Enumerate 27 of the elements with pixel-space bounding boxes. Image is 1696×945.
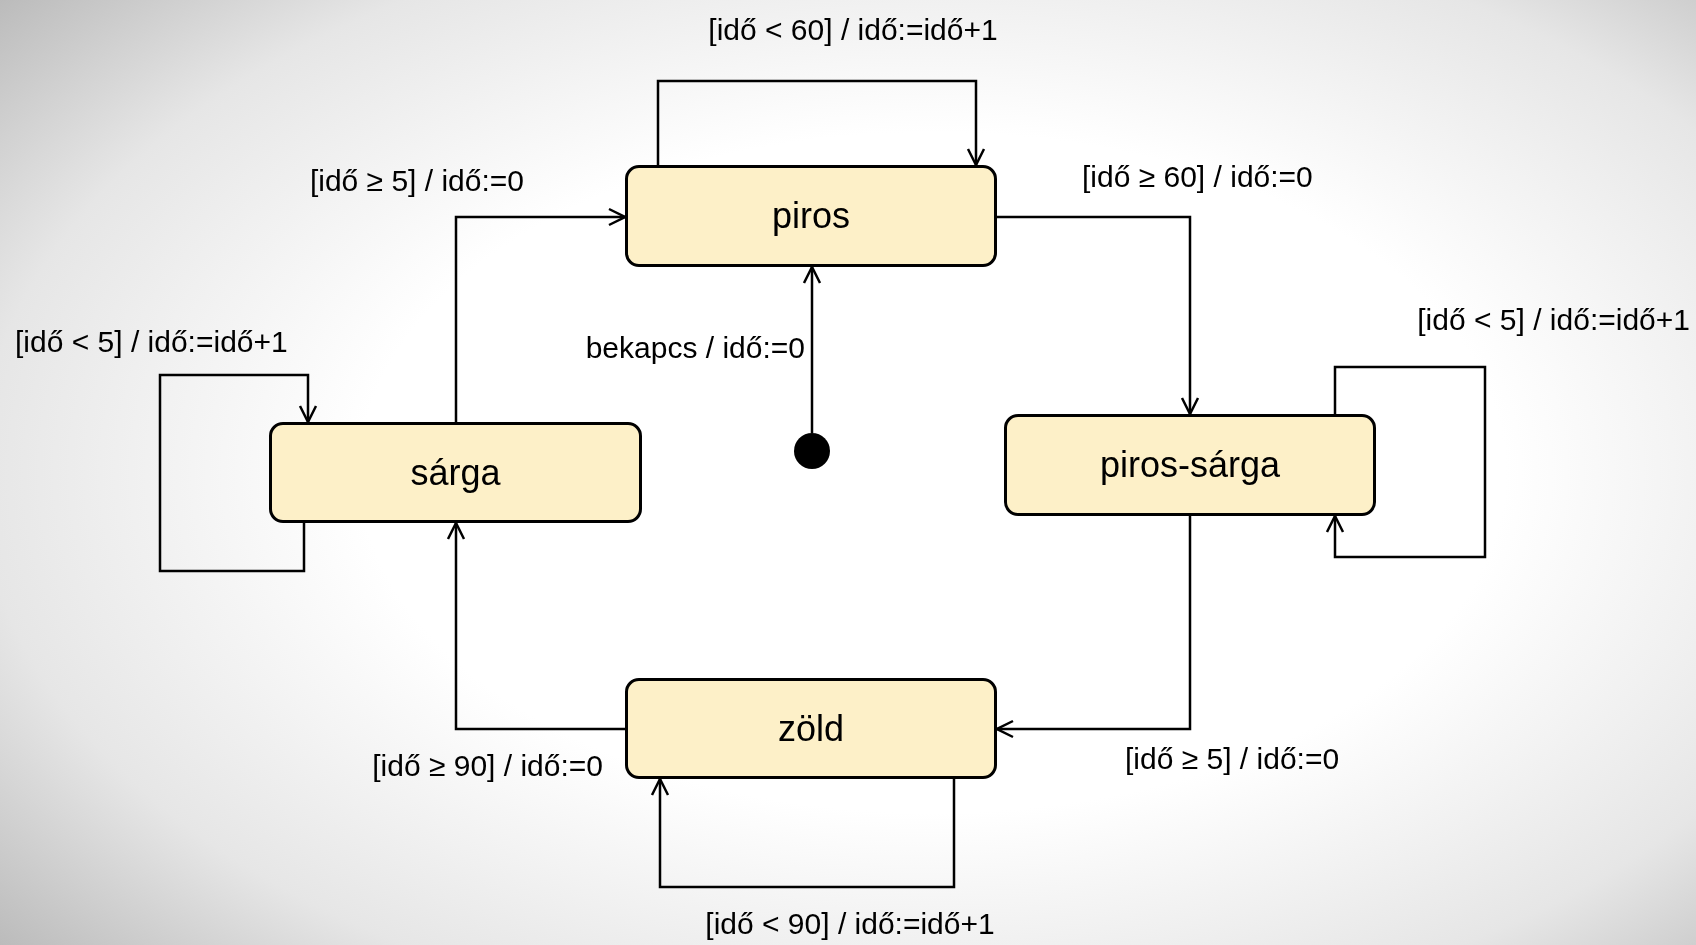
state-box bbox=[269, 422, 642, 523]
state-box bbox=[625, 678, 997, 779]
edge-label: [idő ≥ 5] / idő:=0 bbox=[309, 163, 524, 199]
arrow bbox=[656, 79, 986, 167]
edge-label: [idő < 90] / idő:=idő+1 bbox=[705, 906, 995, 942]
edge-label: [idő ≥ 60] / idő:=0 bbox=[1082, 159, 1313, 195]
arrow bbox=[650, 777, 956, 889]
arrow bbox=[454, 207, 627, 422]
arrow bbox=[158, 373, 318, 573]
state-name: sárga bbox=[410, 451, 501, 494]
state-name: piros-sárga bbox=[1099, 444, 1281, 486]
state-box bbox=[1004, 414, 1376, 516]
edge-label: [idő < 5] / idő:=idő+1 bbox=[1417, 302, 1690, 338]
initial-state-dot bbox=[794, 433, 830, 469]
arrow bbox=[446, 521, 625, 731]
arrow bbox=[1325, 365, 1487, 559]
arrow bbox=[995, 516, 1192, 739]
arrow bbox=[802, 265, 822, 433]
state-name: piros bbox=[772, 195, 850, 237]
state-box bbox=[625, 165, 997, 267]
edge-label: [idő ≥ 5] / idő:=0 bbox=[1125, 741, 1340, 777]
edge-label: bekapcs / idő:=0 bbox=[585, 330, 805, 366]
edge-label: [idő < 5] / idő:=idő+1 bbox=[15, 324, 288, 360]
edge-label: [idő ≥ 90] / idő:=0 bbox=[372, 748, 603, 784]
edge-label: [idő < 60] / idő:=idő+1 bbox=[708, 12, 998, 48]
arrow bbox=[997, 215, 1200, 416]
state-name: zöld bbox=[777, 707, 844, 750]
